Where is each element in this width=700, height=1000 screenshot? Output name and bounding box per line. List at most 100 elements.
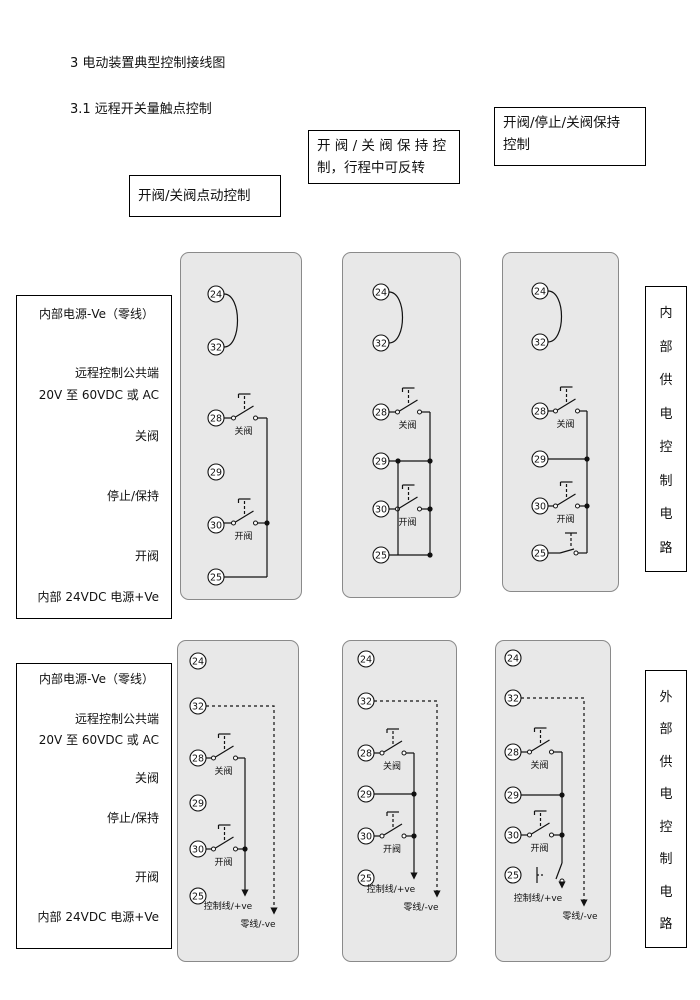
side-char: 路 xyxy=(659,917,673,933)
side-char: 制 xyxy=(659,473,673,489)
switch-label-close: 关阀 xyxy=(398,419,416,431)
switch-contact xyxy=(253,520,258,526)
side-char: 电 xyxy=(659,884,673,900)
wire-label-neutral: 零线/-ve xyxy=(240,918,276,930)
side-char: 供 xyxy=(659,373,673,389)
switch-contact xyxy=(211,846,216,852)
switch-label-close: 关阀 xyxy=(556,418,574,430)
legend-open: 开阀 xyxy=(134,870,159,884)
wire xyxy=(559,548,575,554)
terminal-32 xyxy=(357,692,375,710)
switch-contact xyxy=(549,832,554,838)
junction-dot xyxy=(427,506,433,512)
terminal-30 xyxy=(504,826,522,844)
terminal-label: 25 xyxy=(360,874,372,885)
wire xyxy=(383,823,403,836)
junction-dot xyxy=(264,520,270,526)
terminal-label: 30 xyxy=(534,502,546,513)
wire xyxy=(206,705,278,915)
terminal-label: 24 xyxy=(210,290,222,301)
switch-contact xyxy=(549,749,554,755)
terminal-25 xyxy=(189,887,207,905)
legend-internal: 内部电源-Ve（零线） 远程控制公共端 20V 至 60VDC 或 AC 关阀 … xyxy=(16,295,172,619)
terminal-30 xyxy=(357,827,375,845)
terminal-label: 24 xyxy=(192,657,204,668)
terminal-label: 30 xyxy=(360,832,372,843)
terminal-28 xyxy=(531,402,549,420)
terminal-29 xyxy=(531,450,549,468)
jumper-wire xyxy=(547,290,563,343)
terminal-label: 28 xyxy=(192,754,204,765)
switch-contact xyxy=(231,520,236,526)
switch-contact xyxy=(233,846,238,852)
switch-contact xyxy=(573,550,579,556)
terminal-24 xyxy=(357,650,375,668)
terminal-24 xyxy=(504,649,522,667)
panel-internal-jog xyxy=(180,252,302,600)
callout-open-stop-close: 开阀/停止/关阀保持 控制 xyxy=(494,107,646,166)
legend-range: 20V 至 60VDC 或 AC xyxy=(38,388,159,402)
legend-common: 远程控制公共端 xyxy=(74,712,159,726)
junction-dot xyxy=(559,792,565,798)
terminal-32 xyxy=(504,689,522,707)
terminal-29 xyxy=(504,786,522,804)
terminal-label: 32 xyxy=(360,697,372,708)
terminal-32 xyxy=(372,334,390,352)
jumper-wire xyxy=(223,293,239,348)
terminal-label: 29 xyxy=(192,799,204,810)
terminal-24 xyxy=(207,285,225,303)
side-char: 控 xyxy=(659,440,673,456)
terminal-label: 28 xyxy=(507,748,519,759)
junction-dot xyxy=(584,503,590,509)
wire-label-neutral: 零线/-ve xyxy=(403,901,439,913)
wire xyxy=(557,398,576,411)
switch-contact xyxy=(575,408,580,414)
side-char: 内 xyxy=(659,306,673,322)
side-char: 部 xyxy=(659,722,673,738)
terminal-28 xyxy=(189,749,207,767)
side-char: 部 xyxy=(659,339,673,355)
terminal-label: 24 xyxy=(360,655,372,666)
switch-contact xyxy=(379,833,385,839)
switch-contact xyxy=(231,415,236,421)
junction-dot xyxy=(242,846,248,852)
legend-open: 开阀 xyxy=(134,549,159,563)
switch-label-open: 开阀 xyxy=(214,857,232,868)
wire-label-control: 控制线/+ve xyxy=(367,883,416,895)
switch-contact xyxy=(559,878,565,884)
terminal-label: 25 xyxy=(375,551,387,562)
switch-label-open: 开阀 xyxy=(556,514,574,525)
switch-contact xyxy=(233,755,238,761)
switch-label-close: 关阀 xyxy=(214,765,232,777)
subsection-heading: 3.1 远程开关量触点控制 xyxy=(70,102,212,117)
wire xyxy=(531,739,550,752)
wire xyxy=(399,399,418,412)
terminal-24 xyxy=(372,283,390,301)
terminal-label: 32 xyxy=(210,343,222,354)
junction-dot xyxy=(584,456,590,462)
side-char: 电 xyxy=(659,787,673,803)
side-char: 电 xyxy=(659,507,673,523)
legend-stop: 停止/保持 xyxy=(106,811,159,825)
wire xyxy=(531,822,550,835)
terminal-24 xyxy=(189,652,207,670)
side-char: 路 xyxy=(659,540,673,556)
wire xyxy=(215,745,234,758)
switch-label-open: 开阀 xyxy=(530,843,548,854)
side-char: 电 xyxy=(659,406,673,422)
legend-neutral: 内部电源-Ve（零线） xyxy=(39,672,154,686)
terminal-label: 29 xyxy=(507,791,519,802)
terminal-label: 30 xyxy=(375,505,387,516)
switch-contact xyxy=(253,415,258,421)
callout-maintained-reversible: 开 阀 / 关 阀 保 持 控 制，行程中可反转 xyxy=(308,130,460,184)
terminal-label: 32 xyxy=(375,339,387,350)
terminal-label: 29 xyxy=(375,457,387,468)
terminal-32 xyxy=(189,697,207,715)
wire xyxy=(235,405,254,418)
terminal-label: 30 xyxy=(192,845,204,856)
junction-dot xyxy=(427,552,433,558)
terminal-30 xyxy=(531,497,549,515)
terminal-label: 29 xyxy=(360,790,372,801)
terminal-28 xyxy=(504,743,522,761)
